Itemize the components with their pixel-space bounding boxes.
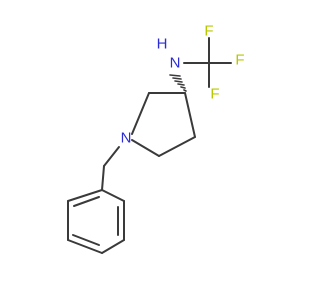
bond-c3-c4 (184, 92, 196, 138)
stereo-hashed-wedge (169, 74, 187, 92)
fluorine-top-label: F (204, 23, 213, 40)
fluorine-bottom-label: F (210, 86, 219, 103)
molecule-canvas: N H N F F F (67, 22, 245, 254)
ring-nitrogen-label: N (121, 130, 132, 147)
bond-ring-n-ch2 (103, 146, 120, 167)
bond-ring-n-c2 (131, 92, 150, 135)
benzene-ring (67, 189, 125, 254)
pyrrolidine-ring (131, 92, 196, 157)
bond-c4-c5 (158, 136, 196, 157)
bond-c5-ring-n (131, 139, 160, 157)
structure-diagram: N H N F F F (67, 23, 245, 254)
bond-ch2-phenyl (101, 165, 105, 191)
amine-hydrogen-label: H (157, 36, 168, 53)
fluorine-right-label: F (235, 52, 244, 69)
amine-nitrogen-label: N (170, 55, 181, 72)
trifluoromethyl-group (208, 37, 232, 88)
